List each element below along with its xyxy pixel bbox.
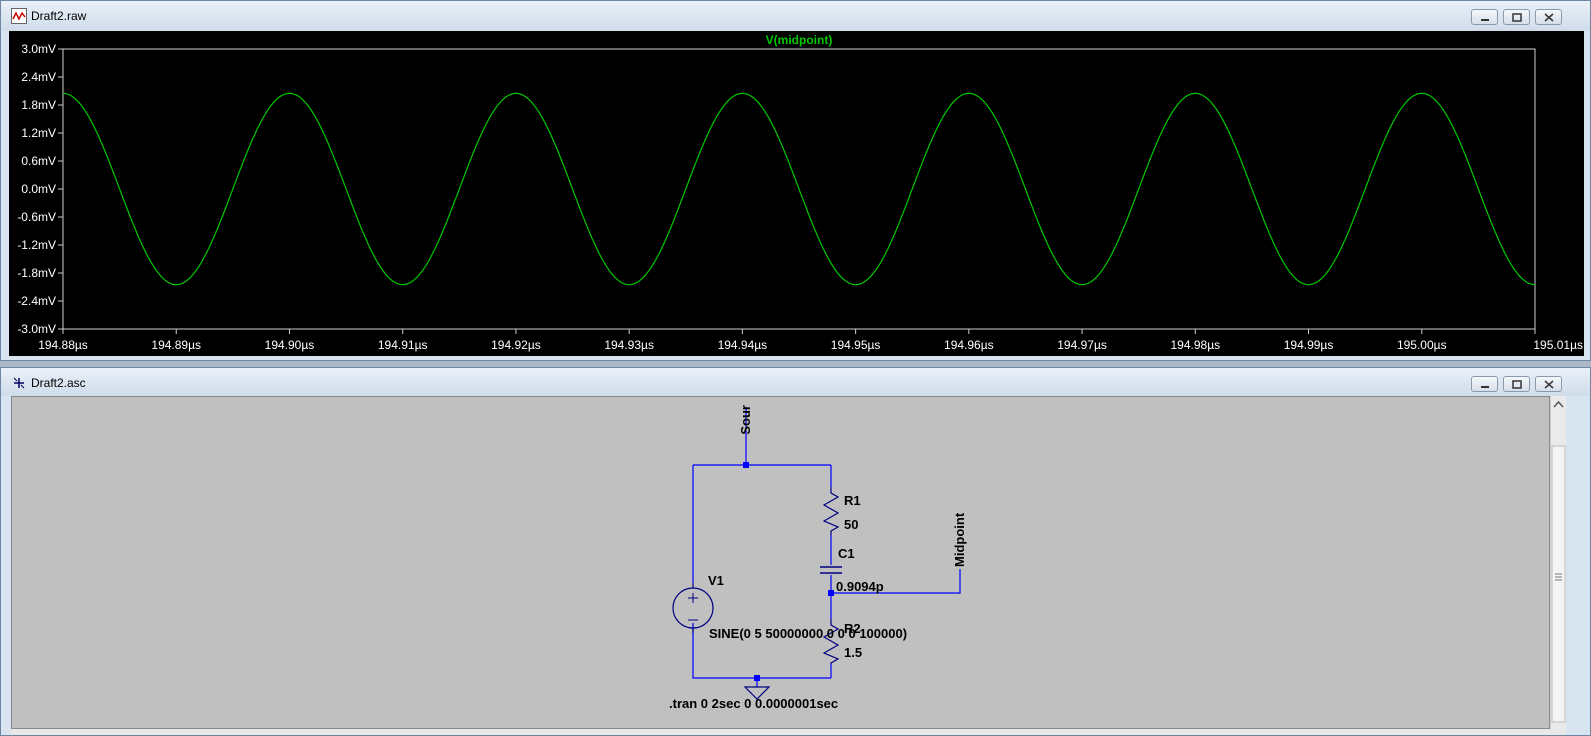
y-tick-label: 0.0mV xyxy=(21,182,56,196)
schematic-canvas[interactable]: Sour Midpoint R1 50 C1 0.9094p R2 1.5 V1… xyxy=(11,396,1550,729)
wire-bottom[interactable] xyxy=(692,623,831,679)
plus-icon xyxy=(688,593,698,603)
y-tick-label: 2.4mV xyxy=(21,70,56,84)
v1-name[interactable]: V1 xyxy=(708,573,724,588)
y-axis: 3.0mV 2.4mV 1.8mV 1.2mV 0.6mV 0.0mV -0.6mV -1.2… xyxy=(17,42,63,336)
wires xyxy=(692,407,961,687)
ground-icon[interactable] xyxy=(743,686,771,700)
y-tick-label: 3.0mV xyxy=(21,42,56,56)
plot-area[interactable]: V(midpoint) 3.0mV 2.4mV 1.8mV 1.2mV 0.6mV 0.0… xyxy=(9,31,1584,356)
junctions xyxy=(743,462,834,681)
minimize-icon xyxy=(1481,386,1489,388)
window-title: Draft2.asc xyxy=(31,376,86,390)
x-tick-label: 194.98µs xyxy=(1170,338,1220,352)
c1-value[interactable]: 0.9094p xyxy=(836,579,884,594)
bottom-border xyxy=(11,729,1566,735)
close-button[interactable] xyxy=(1535,376,1562,392)
x-tick-label: 194.91µs xyxy=(378,338,428,352)
restore-button[interactable] xyxy=(1503,9,1530,25)
x-tick-label: 194.96µs xyxy=(944,338,994,352)
scroll-thumb[interactable] xyxy=(1551,445,1566,723)
tran-directive[interactable]: .tran 0 2sec 0 0.0000001sec xyxy=(669,696,838,711)
x-tick-label: 194.89µs xyxy=(151,338,201,352)
waveform-chart[interactable]: V(midpoint) 3.0mV 2.4mV 1.8mV 1.2mV 0.6mV 0.0… xyxy=(9,31,1584,356)
v1-value[interactable]: SINE(0 5 50000000 0 0 0 100000) xyxy=(709,626,907,641)
x-tick-label: 194.95µs xyxy=(831,338,881,352)
r1-value[interactable]: 50 xyxy=(844,517,858,532)
x-tick-label: 195.00µs xyxy=(1397,338,1447,352)
resistor-r1[interactable] xyxy=(822,487,840,535)
y-tick-label: -1.8mV xyxy=(17,266,56,280)
close-icon xyxy=(1544,380,1554,389)
minimize-button[interactable] xyxy=(1471,376,1498,392)
y-tick-label: -0.6mV xyxy=(17,210,56,224)
x-tick-label: 194.97µs xyxy=(1057,338,1107,352)
schematic-titlebar[interactable]: Draft2.asc xyxy=(1,368,1590,396)
r2-value[interactable]: 1.5 xyxy=(844,645,862,660)
waveform-window[interactable]: Draft2.raw V(midpoint) 3.0mV 2.4mV 1.8mV 1.… xyxy=(0,0,1591,361)
net-label-midpoint[interactable]: Midpoint xyxy=(952,512,967,567)
schematic-window[interactable]: Draft2.asc xyxy=(0,367,1591,736)
y-tick-label: -1.2mV xyxy=(17,238,56,252)
minimize-icon xyxy=(1481,19,1489,21)
scroll-up-icon[interactable] xyxy=(1553,400,1564,408)
y-tick-label: -2.4mV xyxy=(17,294,56,308)
y-tick-label: 1.2mV xyxy=(21,126,56,140)
r1-name[interactable]: R1 xyxy=(844,493,861,508)
junction-dot xyxy=(743,462,749,468)
y-tick-label: 1.8mV xyxy=(21,98,56,112)
y-tick-label: 0.6mV xyxy=(21,154,56,168)
wire-midpoint[interactable] xyxy=(831,569,961,594)
vertical-scrollbar[interactable] xyxy=(1550,396,1566,729)
voltage-source-v1[interactable] xyxy=(672,583,714,633)
junction-dot xyxy=(828,590,834,596)
restore-button[interactable] xyxy=(1503,376,1530,392)
close-icon xyxy=(1544,13,1554,22)
restore-icon xyxy=(1512,13,1522,22)
waveform-icon xyxy=(11,8,27,24)
x-tick-label: 194.88µs xyxy=(38,338,88,352)
close-button[interactable] xyxy=(1535,9,1562,25)
trace-v-midpoint[interactable] xyxy=(62,92,1536,286)
x-tick-label: 194.93µs xyxy=(604,338,654,352)
window-title: Draft2.raw xyxy=(31,9,87,23)
capacitor-c1[interactable] xyxy=(820,566,842,574)
restore-icon xyxy=(1512,380,1522,389)
y-tick-label: -3.0mV xyxy=(17,322,56,336)
labels: Sour Midpoint R1 50 C1 0.9094p R2 1.5 V1… xyxy=(669,405,967,711)
x-tick-label: 194.90µs xyxy=(265,338,315,352)
x-tick-label: 194.99µs xyxy=(1284,338,1334,352)
x-tick-label: 195.01µs xyxy=(1533,338,1583,352)
waveform-titlebar[interactable]: Draft2.raw xyxy=(1,1,1590,31)
junction-dot xyxy=(754,675,760,681)
c1-name[interactable]: C1 xyxy=(838,546,855,561)
trace-label[interactable]: V(midpoint) xyxy=(766,33,833,47)
x-tick-label: 194.92µs xyxy=(491,338,541,352)
minimize-button[interactable] xyxy=(1471,9,1498,25)
x-tick-label: 194.94µs xyxy=(718,338,768,352)
x-axis: 194.88µs 194.89µs 194.90µs 194.91µs 194.92µs… xyxy=(38,329,1583,352)
schematic-drawing[interactable]: Sour Midpoint R1 50 C1 0.9094p R2 1.5 V1… xyxy=(12,397,1549,728)
grip-icon xyxy=(1555,573,1562,581)
r2-name[interactable]: R2 xyxy=(844,621,861,636)
schematic-cursor-icon xyxy=(13,377,25,389)
resistor-r2[interactable] xyxy=(822,619,840,664)
net-label-source[interactable]: Sour xyxy=(738,405,753,435)
